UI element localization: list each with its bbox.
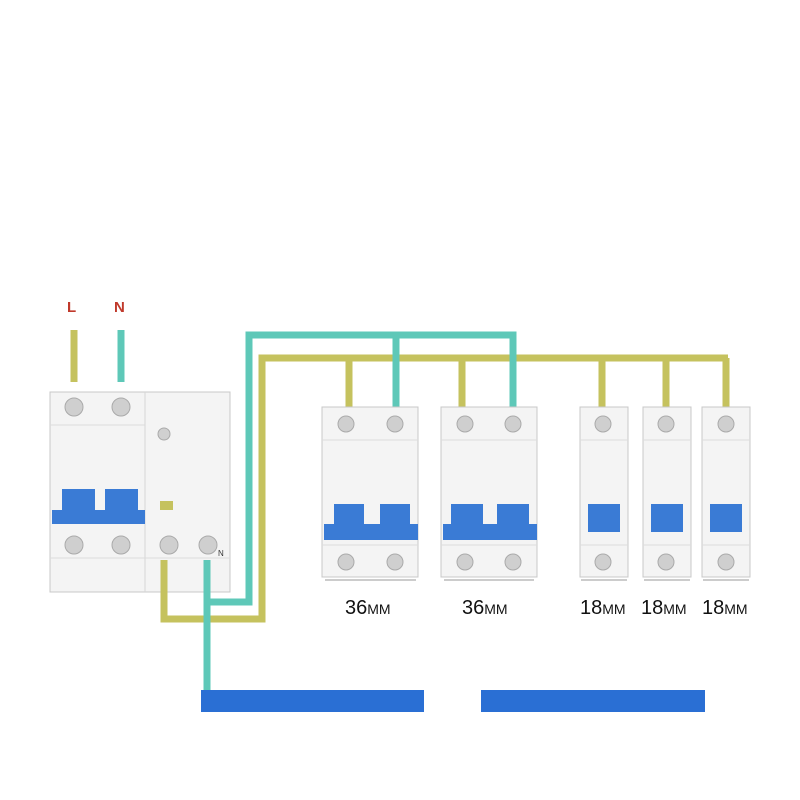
indicator-icon (160, 501, 173, 510)
toggle-icon (588, 504, 620, 532)
screw-icon (504, 415, 522, 433)
single-pole-breaker: 18MM (641, 406, 692, 619)
double-pole-breaker: 36MM (321, 406, 419, 619)
test-button-icon (157, 427, 171, 441)
screw-icon (594, 415, 612, 433)
toggle-icon (710, 504, 742, 532)
screw-icon (337, 553, 355, 571)
neutral-distribution-wiring (203, 331, 517, 690)
screw-icon (386, 553, 404, 571)
screw-icon (111, 535, 131, 555)
screw-icon (657, 553, 675, 571)
screw-icon (111, 397, 131, 417)
screw-icon (456, 553, 474, 571)
screw-icon (337, 415, 355, 433)
double-toggle-icon (52, 489, 145, 524)
screw-icon (64, 397, 84, 417)
screw-icon (594, 553, 612, 571)
screw-icon (64, 535, 84, 555)
main-rcbo: N (49, 391, 231, 593)
double-toggle-icon (443, 504, 537, 540)
screw-icon (717, 415, 735, 433)
single-pole-breaker: 18MM (579, 406, 629, 619)
neutral-busbar-right (481, 690, 705, 712)
line-terminal-label: L (67, 299, 76, 316)
live-distribution-wiring (160, 354, 730, 623)
breaker-width-label: 36MM (462, 597, 508, 619)
breaker-width-label: 18MM (641, 597, 687, 619)
neutral-terminal-label: N (114, 299, 125, 316)
neutral-mark: N (218, 549, 224, 558)
single-pole-breaker: 18MM (701, 406, 751, 619)
double-pole-breaker: 36MM (440, 406, 538, 619)
breaker-width-label: 36MM (345, 597, 391, 619)
screw-icon (386, 415, 404, 433)
breaker-width-label: 18MM (702, 597, 748, 619)
screw-icon (657, 415, 675, 433)
screw-icon (198, 535, 218, 555)
neutral-busbar-left (201, 690, 424, 712)
screw-icon (159, 535, 179, 555)
breaker-width-label: 18MM (580, 597, 626, 619)
double-toggle-icon (324, 504, 418, 540)
screw-icon (717, 553, 735, 571)
toggle-icon (651, 504, 683, 532)
screw-icon (504, 553, 522, 571)
screw-icon (456, 415, 474, 433)
